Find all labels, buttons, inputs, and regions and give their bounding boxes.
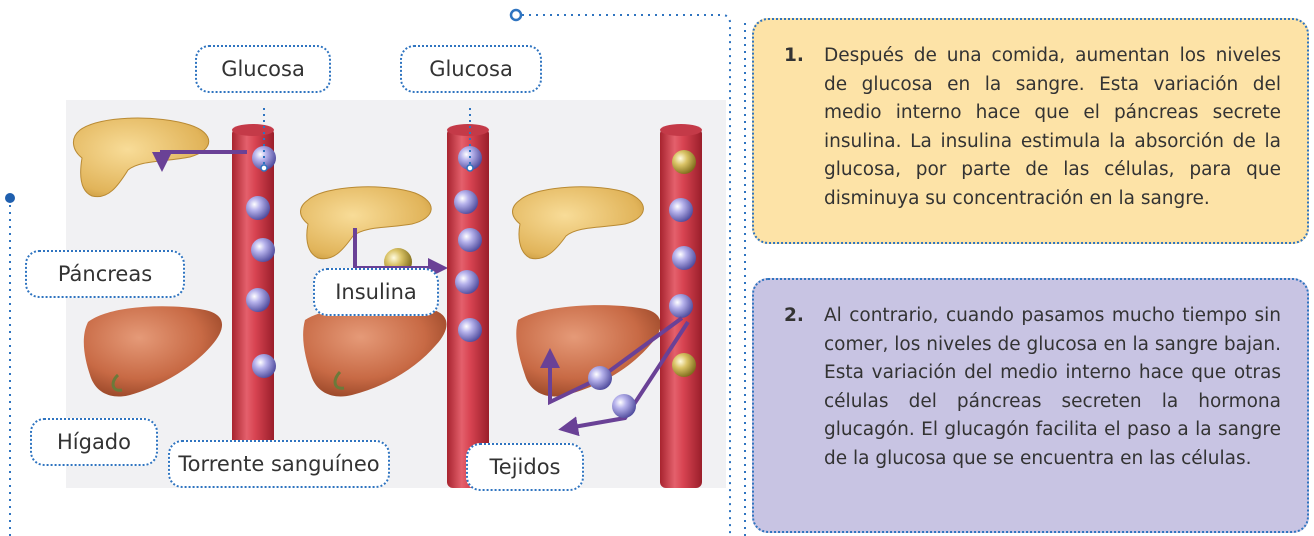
glucagon-molecule bbox=[672, 150, 696, 174]
liver-3-illustration bbox=[516, 305, 661, 397]
arrow-to-pancreas bbox=[152, 150, 247, 172]
glucose-molecule bbox=[669, 198, 693, 222]
label-tejidos: Tejidos bbox=[466, 443, 584, 491]
frame-left-dot bbox=[5, 193, 15, 203]
pointer-dot bbox=[260, 164, 268, 172]
glucose-molecule bbox=[588, 366, 612, 390]
glucose-molecule bbox=[669, 294, 693, 318]
vessel-1-top bbox=[232, 124, 274, 136]
label-insulina: Insulina bbox=[313, 268, 439, 316]
glucagon-molecule bbox=[672, 353, 696, 377]
vessel-2 bbox=[447, 128, 489, 488]
label-torrente-sanguineo: Torrente sanguíneo bbox=[168, 440, 390, 488]
info-box-fasting: 2. Al contrario, cuando pasamos mucho ti… bbox=[752, 278, 1309, 533]
pancreas-1-illustration bbox=[73, 117, 210, 198]
arrow-to-liver bbox=[540, 316, 684, 406]
glucose-molecule bbox=[458, 228, 482, 252]
label-glucosa-1: Glucosa bbox=[195, 45, 331, 93]
vessel-3-top bbox=[660, 124, 702, 136]
liver-2-illustration bbox=[303, 305, 447, 397]
glucose-molecule bbox=[246, 196, 270, 220]
info-number: 1. bbox=[784, 45, 804, 66]
label-glucosa-2: Glucosa bbox=[400, 45, 542, 93]
label-higado: Hígado bbox=[30, 418, 158, 466]
pancreas-2-illustration bbox=[300, 186, 432, 260]
glucose-molecule bbox=[246, 288, 270, 312]
arrow-to-tissues bbox=[558, 320, 690, 437]
glucose-molecule bbox=[251, 238, 275, 262]
info-text: Después de una comida, aumentan los nive… bbox=[824, 45, 1281, 209]
info-number: 2. bbox=[784, 305, 804, 326]
frame-start-dot bbox=[509, 8, 523, 22]
glucose-molecule bbox=[454, 190, 478, 214]
glucose-molecule bbox=[455, 270, 479, 294]
liver-1-illustration bbox=[83, 306, 223, 397]
vessel-2-top bbox=[447, 124, 489, 136]
info-text: Al contrario, cuando pasamos mucho tiemp… bbox=[824, 305, 1281, 469]
pancreas-3-illustration bbox=[512, 186, 644, 260]
glucose-molecule bbox=[672, 246, 696, 270]
info-box-after-meal: 1. Después de una comida, aumentan los n… bbox=[752, 18, 1309, 244]
glucose-molecule bbox=[458, 318, 482, 342]
label-pancreas: Páncreas bbox=[25, 250, 185, 298]
glucose-molecule bbox=[252, 354, 276, 378]
glucose-molecule bbox=[612, 394, 636, 418]
pointer-dot bbox=[466, 164, 474, 172]
